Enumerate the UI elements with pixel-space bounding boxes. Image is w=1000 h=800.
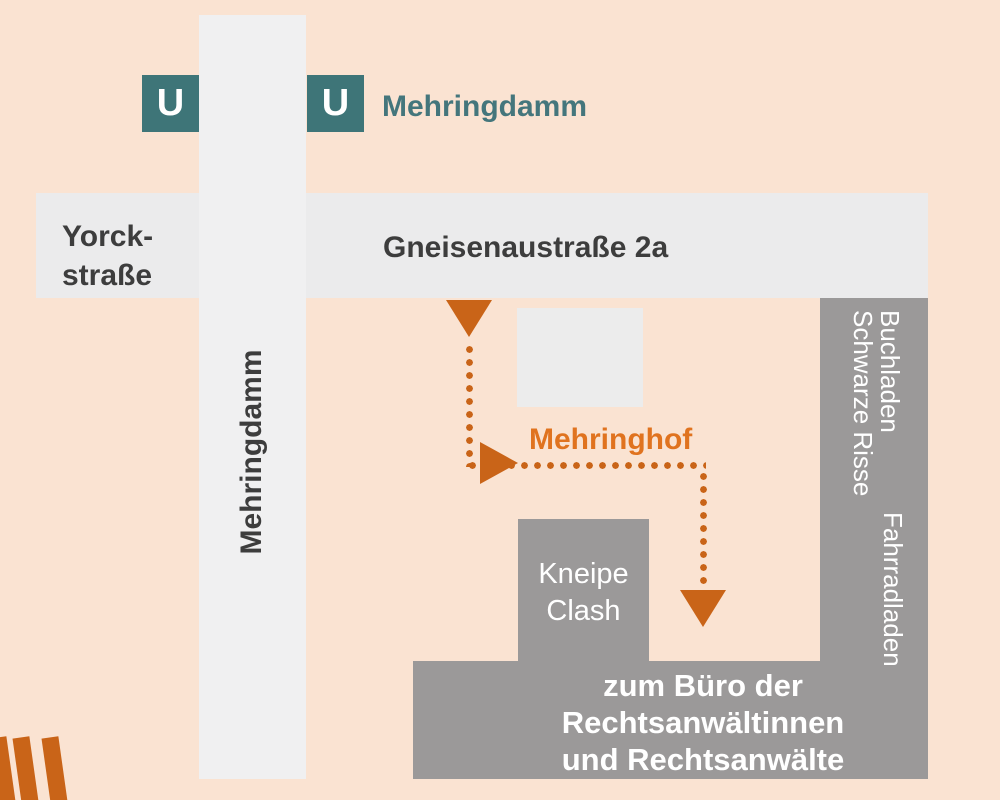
ubahn-icon-west: U <box>142 75 199 132</box>
route-arrow-entry-down-icon <box>446 300 492 337</box>
station-name-label: Mehringdamm <box>382 90 588 123</box>
kneipe-clash-label: Kneipe Clash <box>518 556 649 630</box>
road-gneisenaustrasse <box>36 193 928 298</box>
route-segment-horizontal <box>466 462 706 469</box>
street-label-mehringdamm-vertical: Mehringdamm <box>235 349 268 555</box>
route-arrow-right-icon <box>480 442 518 484</box>
building-small-block <box>517 308 643 407</box>
route-arrow-destination-down-icon <box>680 590 726 627</box>
bookshop-label-line2: Schwarze Risse <box>848 310 878 497</box>
kneipe-clash-label-line2: Clash <box>546 595 621 627</box>
street-label-yorckstrasse: Yorck- straße <box>62 217 153 295</box>
office-label-line1: zum Büro der <box>603 668 803 703</box>
route-segment-vertical-2 <box>700 470 707 588</box>
mehringhof-label: Mehringhof <box>529 423 693 456</box>
office-label-line3: und Rechtsanwälte <box>561 742 845 777</box>
road-mehringdamm <box>199 15 306 779</box>
street-label-yorckstrasse-line1: Yorck- <box>62 220 154 253</box>
bookshop-label-line1: Buchladen <box>875 310 905 433</box>
building-kneipe-clash <box>518 519 649 661</box>
bookshop-label: Buchladen Schwarze Risse <box>848 310 905 497</box>
route-segment-vertical-1 <box>466 343 473 467</box>
decorative-stripe-icon <box>41 736 70 800</box>
bikeshop-label: Fahrradladen <box>878 512 908 667</box>
office-label: zum Büro der Rechtsanwältinnen und Recht… <box>478 667 928 778</box>
street-label-gneisenaustrasse: Gneisenaustraße 2a <box>383 231 669 264</box>
decorative-stripe-icon <box>12 736 41 800</box>
ubahn-icon-east: U <box>307 75 364 132</box>
kneipe-clash-label-line1: Kneipe <box>538 558 629 590</box>
street-label-yorckstrasse-line2: straße <box>62 259 153 292</box>
office-label-line2: Rechtsanwältinnen <box>561 705 845 740</box>
building-office <box>413 661 928 779</box>
